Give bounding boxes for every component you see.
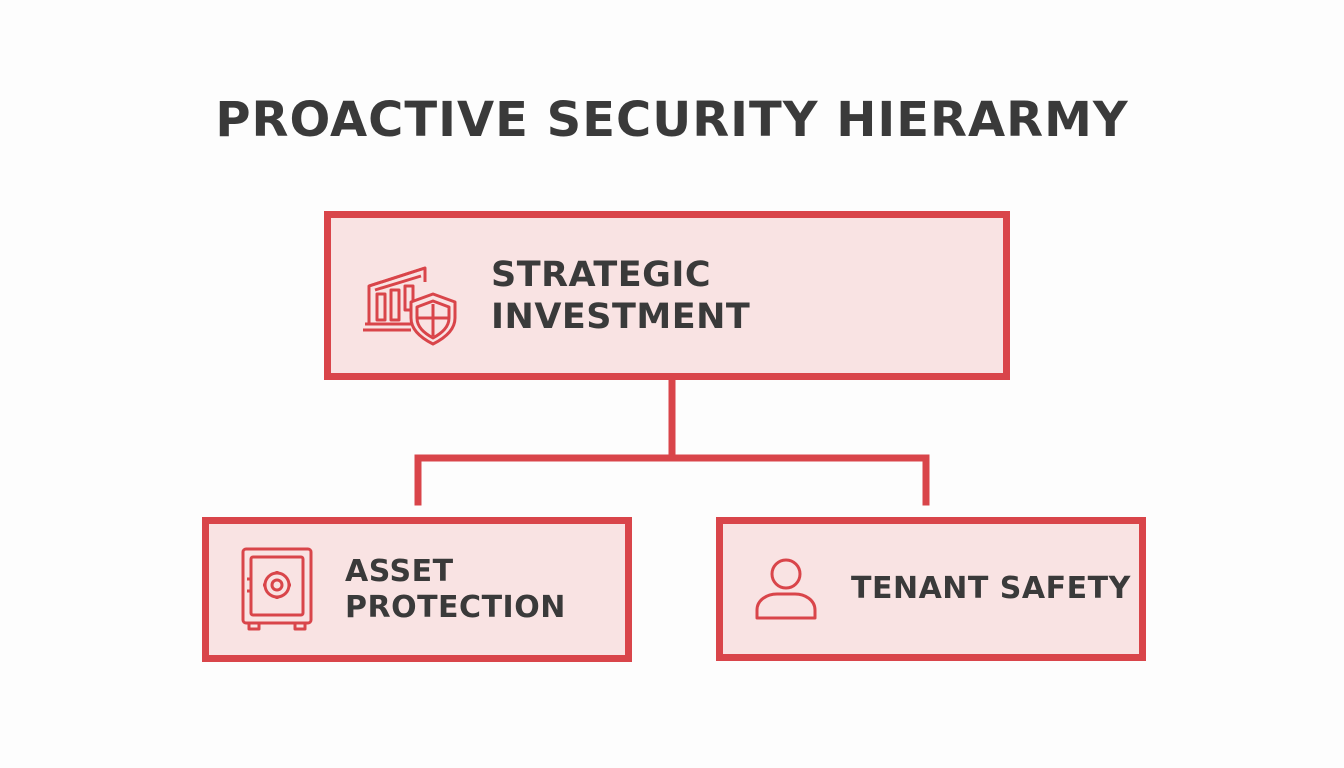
diagram-title: PROACTIVE SECURITY HIERARMY [215, 92, 1129, 148]
node-label-strategic-investment: STRATEGIC INVESTMENT [491, 254, 750, 338]
building-shield-icon [361, 246, 461, 346]
node-label-line-1: TENANT SAFETY [851, 571, 1131, 606]
node-tenant-safety: TENANT SAFETY [716, 517, 1146, 661]
node-label-tenant-safety: TENANT SAFETY [851, 571, 1131, 607]
person-icon [751, 554, 821, 624]
node-label-line-1: STRATEGIC [491, 254, 712, 295]
node-strategic-investment: STRATEGIC INVESTMENT [324, 211, 1010, 380]
node-label-asset-protection: ASSET PROTECTION [345, 554, 566, 626]
node-label-line-2: INVESTMENT [491, 296, 751, 337]
node-label-line-1: ASSET [345, 553, 454, 589]
safe-icon [237, 545, 317, 635]
node-label-line-2: PROTECTION [345, 589, 566, 625]
node-asset-protection: ASSET PROTECTION [202, 517, 632, 662]
